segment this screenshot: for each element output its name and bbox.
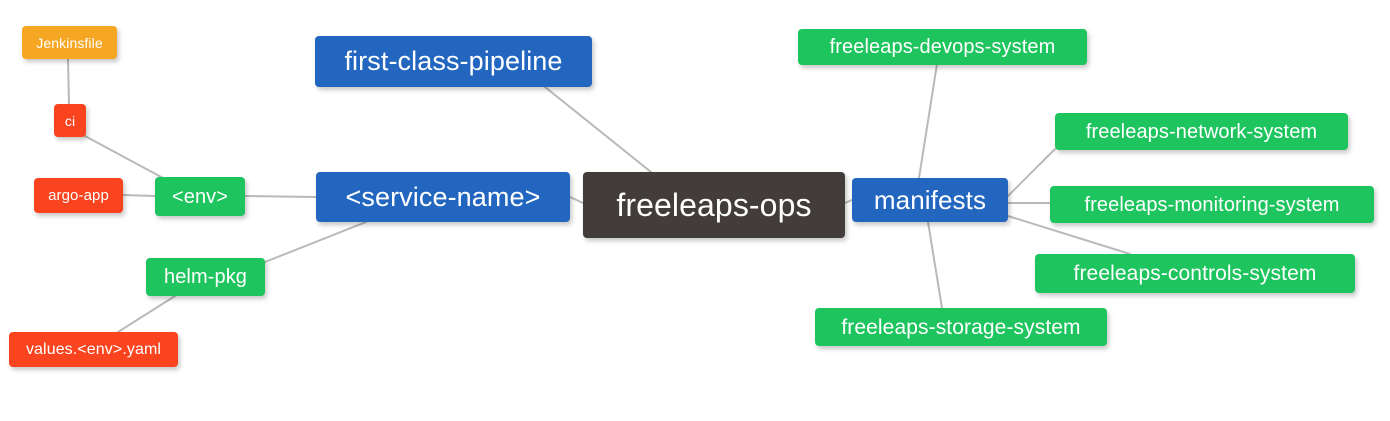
edge-root-service-name xyxy=(569,196,584,204)
edge-manifests-storage-system xyxy=(927,221,943,309)
node-first-class-pipeline[interactable]: first-class-pipeline xyxy=(315,36,592,87)
node-devops-system[interactable]: freeleaps-devops-system xyxy=(798,29,1087,65)
node-env-label: <env> xyxy=(171,185,229,208)
node-ci-label: ci xyxy=(64,112,76,129)
edge-manifests-controls-system xyxy=(1007,215,1131,255)
node-env[interactable]: <env> xyxy=(155,177,245,216)
node-storage-system-label: freeleaps-storage-system xyxy=(841,315,1081,339)
edge-service-name-helm-pkg xyxy=(264,221,367,263)
node-network-system-label: freeleaps-network-system xyxy=(1085,120,1318,143)
node-helm-pkg[interactable]: helm-pkg xyxy=(146,258,265,296)
node-storage-system[interactable]: freeleaps-storage-system xyxy=(815,308,1107,346)
edge-root-manifests xyxy=(844,199,853,204)
node-values-yaml-label: values.<env>.yaml xyxy=(25,340,162,358)
node-values-yaml[interactable]: values.<env>.yaml xyxy=(9,332,178,367)
node-root-label: freeleaps-ops xyxy=(616,187,812,223)
node-controls-system-label: freeleaps-controls-system xyxy=(1073,262,1317,285)
node-manifests[interactable]: manifests xyxy=(852,178,1008,222)
node-root-freeleaps-ops[interactable]: freeleaps-ops xyxy=(583,172,845,238)
edge-ci-jenkinsfile xyxy=(67,58,70,105)
node-devops-system-label: freeleaps-devops-system xyxy=(829,36,1056,58)
edge-manifests-network-system xyxy=(1007,148,1056,197)
node-jenkinsfile[interactable]: Jenkinsfile xyxy=(22,26,117,59)
node-argo-app[interactable]: argo-app xyxy=(34,178,123,213)
node-service-name[interactable]: <service-name> xyxy=(316,172,570,222)
node-jenkinsfile-label: Jenkinsfile xyxy=(36,34,103,51)
node-first-class-pipeline-label: first-class-pipeline xyxy=(344,46,563,76)
node-service-name-label: <service-name> xyxy=(345,181,541,212)
node-monitoring-system-label: freeleaps-monitoring-system xyxy=(1084,193,1340,216)
edge-manifests-devops-system xyxy=(918,63,938,179)
node-ci[interactable]: ci xyxy=(54,104,86,137)
edge-env-ci xyxy=(84,135,164,179)
edge-root-first-class-pipeline xyxy=(544,86,652,173)
edge-env-argo-app xyxy=(122,194,156,197)
node-helm-pkg-label: helm-pkg xyxy=(163,266,248,288)
node-manifests-label: manifests xyxy=(873,185,987,215)
node-monitoring-system[interactable]: freeleaps-monitoring-system xyxy=(1050,186,1374,223)
node-network-system[interactable]: freeleaps-network-system xyxy=(1055,113,1348,150)
node-controls-system[interactable]: freeleaps-controls-system xyxy=(1035,254,1355,293)
node-argo-app-label: argo-app xyxy=(48,187,109,204)
edge-helm-pkg-values-yaml xyxy=(117,295,176,333)
edge-service-name-env xyxy=(244,195,317,198)
